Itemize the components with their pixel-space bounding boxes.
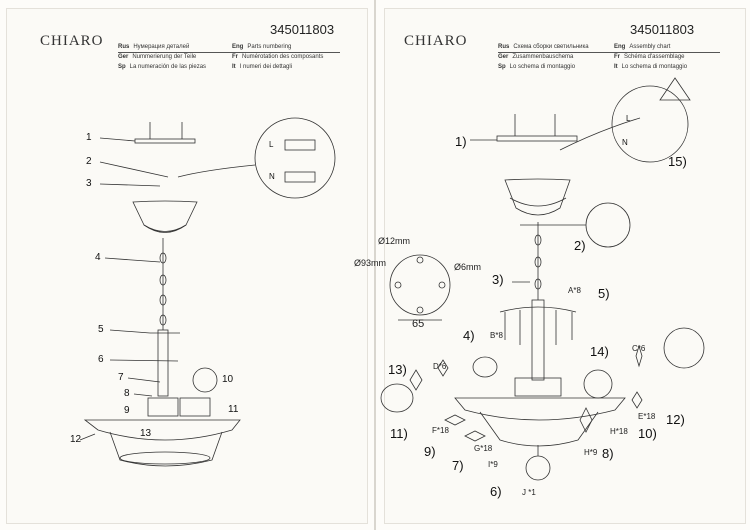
step-4: 4) xyxy=(463,328,475,343)
part-code-j: J *1 xyxy=(522,488,536,497)
callout-11: 11 xyxy=(228,404,239,415)
step-15: 15) xyxy=(668,154,687,169)
left-page xyxy=(6,8,368,524)
callout-13: 13 xyxy=(140,428,152,439)
callout-4: 4 xyxy=(95,252,101,263)
wiring-label-l: L xyxy=(269,140,274,149)
wiring-label-n: N xyxy=(269,172,275,181)
callout-10: 10 xyxy=(222,374,234,385)
callout-8: 8 xyxy=(124,388,130,399)
callout-7: 7 xyxy=(118,372,124,383)
right-brand-logo: CHIARO xyxy=(404,33,468,49)
left-header-rule xyxy=(118,52,340,53)
step-11: 11) xyxy=(390,426,408,441)
dimension-d6: Ø6mm xyxy=(454,262,481,272)
step-7: 7) xyxy=(452,458,464,473)
dimension-65: 65 xyxy=(412,318,425,330)
callout-9: 9 xyxy=(124,405,130,416)
part-code-h: H*18 xyxy=(610,427,628,436)
part-code-i: I*9 xyxy=(488,460,498,469)
step-1: 1) xyxy=(455,134,467,149)
step-12: 12) xyxy=(666,412,685,427)
dimension-d12: Ø12mm xyxy=(378,236,411,246)
callout-6: 6 xyxy=(98,354,104,365)
step-9: 9) xyxy=(424,444,436,459)
part-code-b: B*8 xyxy=(490,331,503,340)
callout-12: 12 xyxy=(70,434,82,445)
part-code-g: G*18 xyxy=(474,444,493,453)
step-5: 5) xyxy=(598,286,610,301)
left-brand-logo: CHIARO xyxy=(40,33,104,49)
part-code-f: F*18 xyxy=(432,426,449,435)
step-8: 8) xyxy=(602,446,614,461)
step-2: 2) xyxy=(574,238,586,253)
callout-5: 5 xyxy=(98,324,104,335)
step-10: 10) xyxy=(638,426,657,441)
page-fold xyxy=(374,0,376,530)
part-code-c: C*6 xyxy=(632,344,646,353)
left-product-code: 345011803 xyxy=(270,22,335,37)
right-wiring-label-n: N xyxy=(622,138,628,147)
callout-1: 1 xyxy=(86,132,92,143)
step-13: 13) xyxy=(388,362,407,377)
callout-3: 3 xyxy=(86,178,92,189)
right-wiring-label-l: L xyxy=(626,114,631,123)
dimension-d93: Ø93mm xyxy=(354,258,387,268)
step-3: 3) xyxy=(492,272,504,287)
callout-2: 2 xyxy=(86,156,92,167)
right-product-code: 345011803 xyxy=(630,22,695,37)
step-14: 14) xyxy=(590,344,609,359)
part-code-a: A*8 xyxy=(568,286,581,295)
step-6: 6) xyxy=(490,484,502,499)
part-code-h9: H*9 xyxy=(584,448,598,457)
right-header-rule xyxy=(498,52,720,53)
part-code-d: D*6 xyxy=(433,362,447,371)
part-code-e: E*18 xyxy=(638,412,656,421)
